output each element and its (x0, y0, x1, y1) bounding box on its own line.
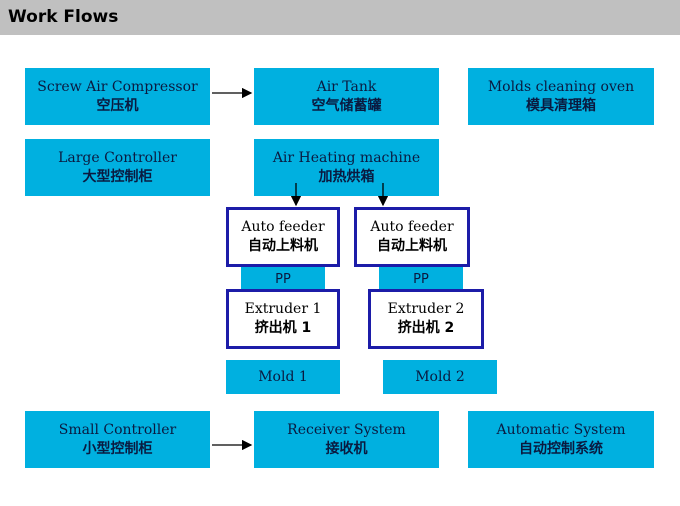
small-controller-en: Small Controller (58, 421, 177, 438)
small-controller-zh: 小型控制柜 (82, 440, 153, 457)
pp-2-label: PP (413, 271, 429, 287)
auto-feeder-2-zh: 自动上料机 (377, 238, 447, 254)
auto-feeder-2-en: Auto feeder (370, 219, 454, 235)
small-controller-box: Small Controller 小型控制柜 (25, 411, 210, 468)
air-tank-box: Air Tank 空气储蓄罐 (254, 68, 439, 125)
pp-1-box: PP (241, 267, 325, 291)
extruder-1-zh: 挤出机 1 (254, 320, 312, 336)
screw-air-compressor-box: Screw Air Compressor 空压机 (25, 68, 210, 125)
screw-air-compressor-en: Screw Air Compressor (37, 78, 198, 95)
molds-cleaning-oven-box: Molds cleaning oven 模具清理箱 (468, 68, 654, 125)
air-heating-machine-zh: 加热烘箱 (318, 168, 375, 185)
molds-cleaning-oven-en: Molds cleaning oven (487, 78, 635, 95)
air-heating-machine-en: Air Heating machine (272, 149, 421, 166)
pp-1-label: PP (275, 271, 291, 287)
receiver-system-zh: 接收机 (325, 440, 368, 457)
auto-feeder-2-box: Auto feeder 自动上料机 (354, 207, 470, 267)
extruder-2-zh: 挤出机 2 (397, 320, 455, 336)
automatic-system-box: Automatic System 自动控制系统 (468, 411, 654, 468)
extruder-1-en: Extruder 1 (244, 301, 322, 317)
air-heating-machine-box: Air Heating machine 加热烘箱 (254, 139, 439, 196)
automatic-system-zh: 自动控制系统 (519, 440, 603, 457)
automatic-system-en: Automatic System (496, 421, 626, 438)
large-controller-box: Large Controller 大型控制柜 (25, 139, 210, 196)
page-title: Work Flows (8, 7, 119, 27)
mold-1-label: Mold 1 (258, 369, 308, 385)
large-controller-en: Large Controller (58, 149, 177, 166)
screw-air-compressor-zh: 空压机 (96, 97, 139, 114)
mold-2-box: Mold 2 (383, 360, 497, 394)
air-tank-en: Air Tank (316, 78, 377, 95)
molds-cleaning-oven-zh: 模具清理箱 (526, 97, 596, 114)
header-bar: Work Flows (0, 0, 680, 35)
extruder-2-en: Extruder 2 (387, 301, 465, 317)
mold-2-label: Mold 2 (415, 369, 465, 385)
auto-feeder-1-zh: 自动上料机 (248, 238, 318, 254)
extruder-1-box: Extruder 1 挤出机 1 (226, 289, 340, 349)
pp-2-box: PP (379, 267, 463, 291)
large-controller-zh: 大型控制柜 (82, 168, 153, 185)
extruder-2-box: Extruder 2 挤出机 2 (368, 289, 484, 349)
receiver-system-en: Receiver System (287, 421, 406, 438)
auto-feeder-1-box: Auto feeder 自动上料机 (226, 207, 340, 267)
receiver-system-box: Receiver System 接收机 (254, 411, 439, 468)
air-tank-zh: 空气储蓄罐 (311, 97, 382, 114)
mold-1-box: Mold 1 (226, 360, 340, 394)
auto-feeder-1-en: Auto feeder (241, 219, 325, 235)
